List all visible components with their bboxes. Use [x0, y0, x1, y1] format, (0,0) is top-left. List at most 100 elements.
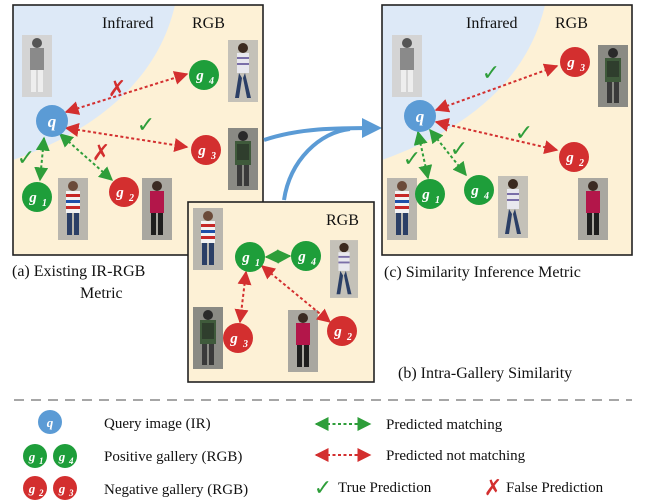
legend-false-prediction: ✗ False Prediction	[484, 475, 604, 500]
edge-q-g3	[64, 123, 189, 152]
svg-text:g: g	[229, 331, 238, 347]
g4-node: g 4	[291, 241, 321, 271]
svg-text:g: g	[565, 150, 574, 166]
edge-q-g3	[434, 63, 559, 113]
svg-text:3: 3	[68, 488, 74, 498]
svg-text:g: g	[115, 185, 124, 201]
legend-not-matching-label: Predicted not matching	[386, 448, 526, 464]
g1-photo	[58, 178, 88, 240]
g1-node: g 1	[415, 179, 445, 209]
cross-icon: ✗	[484, 475, 502, 500]
check-icon: ✓	[482, 60, 500, 85]
g2-node: g 2	[109, 177, 139, 207]
g4-photo	[498, 176, 528, 238]
flow-arrows	[263, 118, 382, 201]
legend-negative: g 2 g 3 Negative gallery (RGB)	[23, 476, 248, 500]
panel-a-infrared-label: Infrared	[102, 15, 154, 32]
panel-b-caption: (b) Intra-Gallery Similarity	[398, 365, 572, 382]
cross-icon: ✗	[92, 140, 110, 165]
svg-text:4: 4	[310, 257, 316, 268]
svg-text:2: 2	[346, 332, 352, 343]
svg-text:g: g	[470, 183, 479, 199]
svg-text:g: g	[28, 449, 36, 464]
edge-q-g1	[34, 136, 50, 182]
legend-positive-label: Positive gallery (RGB)	[104, 449, 242, 465]
legend-true-prediction: ✓ True Prediction	[314, 475, 432, 500]
panel-a-rgb-label: RGB	[192, 15, 225, 32]
svg-text:4: 4	[68, 456, 74, 466]
ir-query-photo	[22, 35, 52, 97]
svg-text:1: 1	[435, 195, 440, 206]
edge-g1-g4	[264, 249, 292, 264]
svg-text:g: g	[297, 249, 306, 265]
svg-text:3: 3	[210, 151, 216, 162]
svg-text:2: 2	[578, 158, 584, 169]
g3-photo	[193, 307, 223, 369]
svg-text:3: 3	[579, 63, 585, 74]
g4-node-swatch	[53, 444, 77, 468]
ir-query-photo	[392, 35, 422, 97]
edge-q-g4	[429, 128, 467, 177]
edge-g1-g3	[234, 270, 252, 324]
g4-photo	[330, 240, 358, 298]
g2-node: g 2	[327, 316, 357, 346]
svg-text:g: g	[28, 190, 37, 206]
g3-node: g 3	[560, 47, 590, 77]
g3-node: g 3	[223, 323, 253, 353]
query-node: q	[404, 100, 436, 132]
panel-c: Infrared RGB ✓ ✓ ✓ ✓ q g 3 g 2 g	[381, 4, 633, 256]
check-icon: ✓	[515, 120, 533, 145]
query-node: q	[36, 105, 68, 137]
g4-photo	[228, 40, 258, 102]
check-icon: ✓	[17, 145, 35, 170]
panel-c-rgb-label: RGB	[555, 15, 588, 32]
edge-q-g1	[413, 130, 433, 180]
g3-node: g 3	[191, 135, 221, 165]
legend-negative-label: Negative gallery (RGB)	[104, 482, 248, 498]
panel-c-caption: (c) Similarity Inference Metric	[384, 264, 581, 281]
g2-node: g 2	[559, 142, 589, 172]
g1-node: g 1	[22, 182, 52, 212]
g1-photo	[387, 178, 417, 240]
g3-node-swatch	[53, 476, 77, 500]
legend-not-matching: Predicted not matching	[314, 448, 526, 464]
svg-text:1: 1	[39, 456, 44, 466]
edge-q-g4	[64, 71, 189, 115]
legend-query-label: Query image (IR)	[104, 416, 211, 432]
svg-text:g: g	[58, 481, 66, 496]
svg-text:q: q	[416, 107, 425, 126]
svg-text:2: 2	[38, 488, 44, 498]
g3-photo	[228, 128, 258, 190]
g2-photo	[578, 178, 608, 240]
check-icon: ✓	[314, 475, 332, 500]
svg-text:1: 1	[42, 198, 47, 209]
svg-text:g: g	[241, 250, 250, 266]
g4-node: g 4	[464, 175, 494, 205]
panel-a-border	[12, 4, 264, 256]
panel-b: RGB g 1 g 4 g 3 g 2	[187, 201, 375, 383]
svg-text:g: g	[195, 68, 204, 84]
svg-text:1: 1	[255, 258, 260, 269]
svg-text:g: g	[28, 481, 36, 496]
legend-false-label: False Prediction	[506, 480, 604, 496]
query-node-swatch	[38, 410, 62, 434]
edge-q-g2	[58, 133, 114, 181]
svg-text:q: q	[47, 415, 54, 430]
legend-query: q Query image (IR)	[38, 410, 211, 434]
g1-node: g 1	[235, 242, 265, 272]
svg-text:g: g	[197, 143, 206, 159]
svg-text:g: g	[58, 449, 66, 464]
svg-text:2: 2	[128, 193, 134, 204]
svg-text:4: 4	[483, 191, 489, 202]
edge-g1-g2	[260, 265, 332, 323]
legend-matching: Predicted matching	[314, 417, 503, 433]
panel-b-rgb-label: RGB	[326, 212, 359, 229]
legend-matching-label: Predicted matching	[386, 417, 503, 433]
panel-c-border	[381, 4, 633, 256]
check-icon: ✓	[450, 136, 468, 161]
g4-node: g 4	[189, 60, 219, 90]
check-icon: ✓	[403, 146, 421, 171]
svg-text:q: q	[48, 112, 57, 131]
svg-text:g: g	[421, 187, 430, 203]
